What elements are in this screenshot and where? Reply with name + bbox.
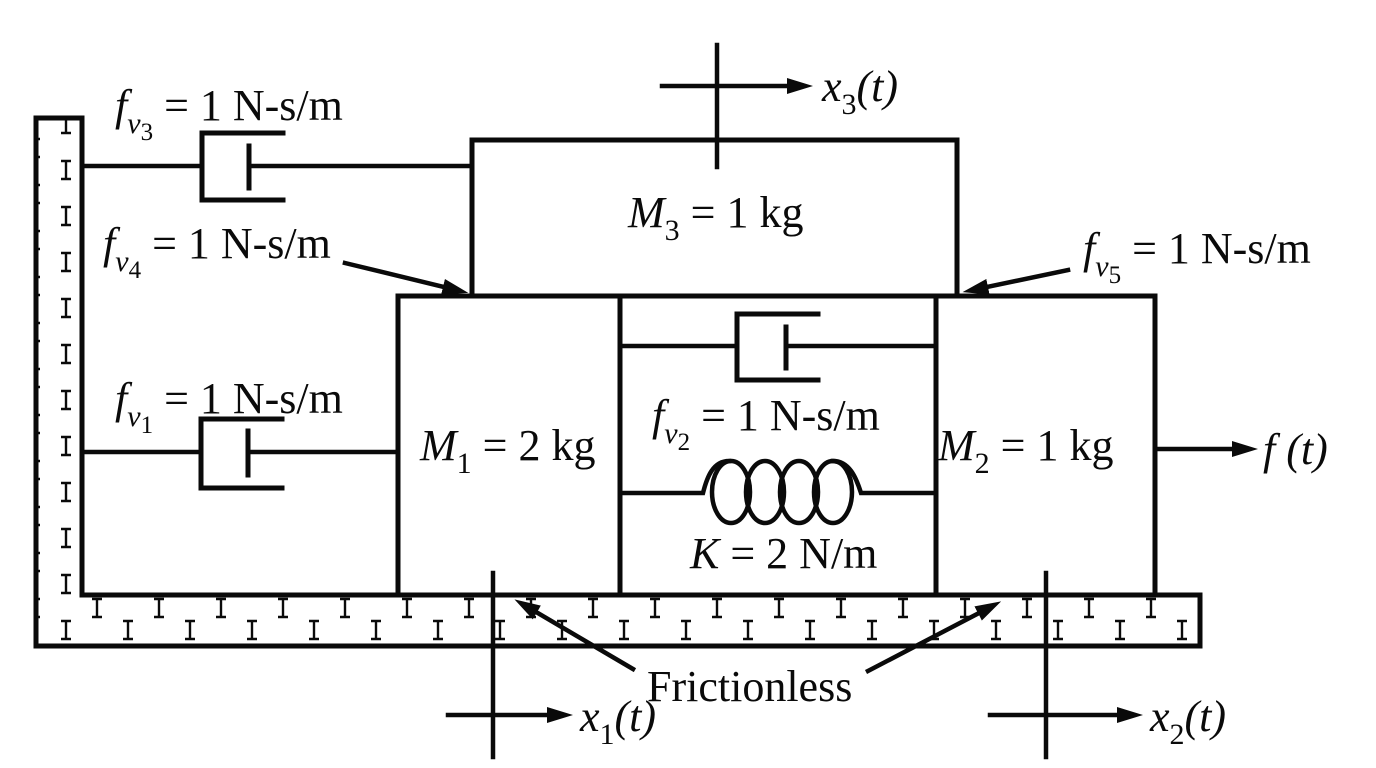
displacement-marker-x3 <box>659 42 813 170</box>
damper-fv3-cylinder <box>199 130 286 203</box>
spring-lead-right <box>830 458 939 496</box>
damper-fv1-cylinder <box>198 416 285 491</box>
displacement-x2-label: x2(t) <box>1149 692 1226 751</box>
damper-fv3 <box>79 130 475 203</box>
spring-coil <box>777 458 821 526</box>
fv4-pointer-arrow <box>342 260 469 295</box>
wall-and-floor-hatch <box>33 115 1203 649</box>
spring-k <box>617 458 939 526</box>
spring-k-label: K = 2 N/m <box>689 529 877 578</box>
damper-fv2 <box>617 311 939 383</box>
damper-fv5-label: fv5 = 1 N-s/m <box>1083 224 1311 289</box>
displacement-x3-label: x3(t) <box>821 62 898 121</box>
fv5-pointer-arrow <box>962 267 1071 295</box>
frictionless-pointer-left <box>514 599 637 673</box>
force-label: f (t) <box>1263 425 1328 474</box>
damper-fv2-cylinder <box>734 311 821 383</box>
mass-m2-label: M2 = 1 kg <box>937 421 1113 480</box>
mass-m3 <box>469 137 960 299</box>
mass-m2 <box>933 293 1158 598</box>
spring-coil <box>743 458 787 526</box>
mass-m1-label: M1 = 2 kg <box>419 421 595 480</box>
damper-fv3-label: fv3 = 1 N-s/m <box>115 81 343 146</box>
mass-m1 <box>395 293 623 598</box>
mass-m3-label: M3 = 1 kg <box>627 188 803 247</box>
damper-fv2-label: fv2 = 1 N-s/m <box>652 391 880 456</box>
frictionless-label: Frictionless <box>647 662 852 711</box>
spring-coil <box>709 458 753 526</box>
frictionless-pointer-right <box>864 601 1002 675</box>
displacement-marker-x1 <box>445 570 573 760</box>
displacement-x1-label: x1(t) <box>579 692 656 751</box>
damper-fv1 <box>79 416 401 491</box>
displacement-marker-x2 <box>987 570 1143 760</box>
